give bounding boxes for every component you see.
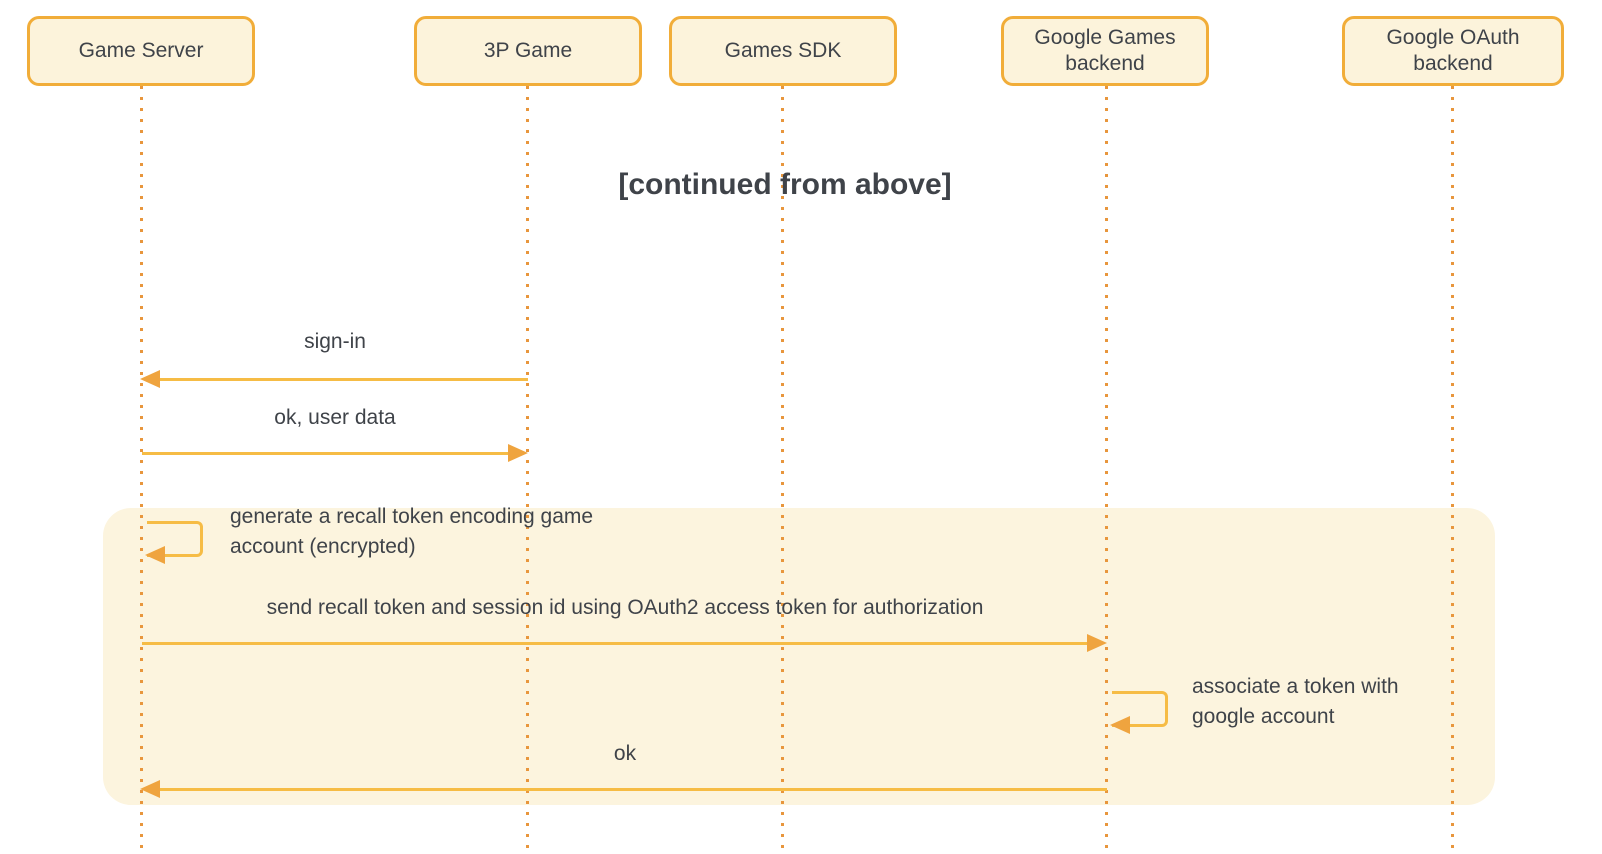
actor-games-sdk: Games SDK bbox=[669, 16, 897, 86]
lifeline-games-sdk bbox=[781, 86, 784, 854]
actor-game-server: Game Server bbox=[27, 16, 255, 86]
actor-label: 3P Game bbox=[483, 39, 573, 62]
lifeline-3p-game bbox=[526, 86, 529, 854]
message-label-sign-in: sign-in bbox=[304, 330, 366, 353]
lifeline-google-games-backend bbox=[1105, 86, 1108, 854]
actor-label: Games SDK bbox=[724, 39, 842, 62]
actor-label: Google Games backend bbox=[1034, 26, 1176, 75]
arrowhead-left bbox=[1110, 716, 1130, 734]
self-loop-associate-token bbox=[1112, 691, 1168, 727]
self-loop-generate-recall-token bbox=[147, 521, 203, 557]
message-line-send-recall-token bbox=[142, 642, 1087, 645]
arrowhead-left bbox=[140, 780, 160, 798]
arrowhead-left bbox=[145, 546, 165, 564]
actor-google-games-backend: Google Games backend bbox=[1001, 16, 1209, 86]
arrowhead-right bbox=[1087, 634, 1107, 652]
message-label-send-recall-token: send recall token and session id using O… bbox=[266, 596, 984, 619]
message-label-ok: ok bbox=[613, 742, 637, 765]
highlight-region bbox=[103, 508, 1495, 805]
arrowhead-right bbox=[508, 444, 528, 462]
message-line-ok-user-data bbox=[142, 452, 510, 455]
message-label-generate-recall-token: generate a recall token encoding game ac… bbox=[230, 505, 594, 558]
message-line-sign-in bbox=[158, 378, 528, 381]
lifeline-google-oauth-backend bbox=[1451, 86, 1454, 854]
actor-google-oauth-backend: Google OAuth backend bbox=[1342, 16, 1564, 86]
message-label-ok-user-data: ok, user data bbox=[274, 406, 396, 429]
actor-label: Google OAuth backend bbox=[1386, 26, 1520, 75]
arrowhead-left bbox=[140, 370, 160, 388]
message-line-ok bbox=[158, 788, 1107, 791]
diagram-title: [continued from above] bbox=[618, 168, 952, 201]
lifeline-game-server bbox=[140, 86, 143, 854]
actor-3p-game: 3P Game bbox=[414, 16, 642, 86]
message-label-associate-token: associate a token with google account bbox=[1192, 675, 1399, 728]
actor-label: Game Server bbox=[78, 39, 204, 62]
